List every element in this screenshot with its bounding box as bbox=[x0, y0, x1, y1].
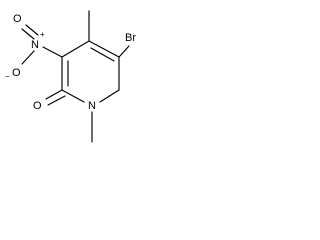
bond-c3-nitro-n bbox=[42, 46, 63, 58]
atom-label-nitro-nitrogen: N bbox=[31, 39, 39, 51]
bond-n1-c2 bbox=[61, 89, 85, 103]
bond-c4-c5-outer bbox=[88, 40, 120, 58]
bond-c2-o-2 bbox=[47, 95, 66, 106]
bond-nitro-n-o-bottom bbox=[21, 50, 35, 65]
bond-c3-c4 bbox=[61, 40, 90, 58]
bond-c6-n1 bbox=[99, 89, 120, 103]
atom-label-nitro-oxygen-top: O bbox=[13, 13, 22, 25]
charge-label-nitro-nitrogen: + bbox=[40, 30, 45, 39]
bond-c4-c5-inner bbox=[90, 47, 115, 62]
bond-c5-br bbox=[118, 45, 130, 58]
bond-c2-o-1 bbox=[45, 89, 63, 100]
charge-label-nitro-oxygen-bottom: − bbox=[5, 72, 10, 81]
bond-nitro-n-o-top-1 bbox=[21, 28, 35, 40]
atom-label-carbonyl-oxygen: O bbox=[33, 100, 42, 112]
chemical-structure-diagram: Br N + O O − N O bbox=[5, 10, 136, 143]
bond-nitro-n-o-top-2 bbox=[25, 24, 39, 36]
atom-label-bromine: Br bbox=[125, 32, 136, 44]
atom-label-ring-nitrogen: N bbox=[88, 100, 96, 112]
atom-label-nitro-oxygen-bottom: O bbox=[12, 67, 21, 79]
